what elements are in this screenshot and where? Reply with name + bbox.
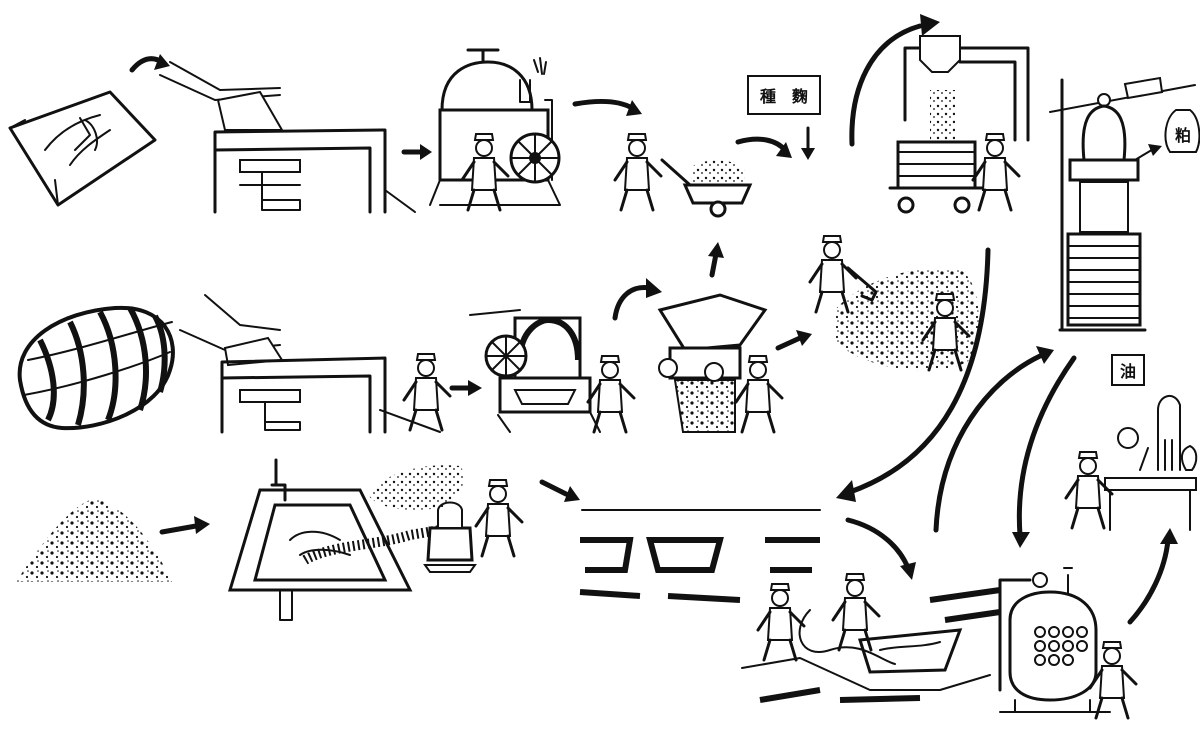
oil-text: 油 xyxy=(1120,362,1136,381)
cooked-beans-spray xyxy=(368,465,464,510)
hopper-machine-icon xyxy=(657,293,768,433)
lees-jar: 粕 xyxy=(1134,109,1200,161)
shovel-icon xyxy=(846,266,878,302)
flow-arrow-icon xyxy=(836,247,991,502)
worker-icon xyxy=(734,354,784,434)
koji-seed-label: 種 麴 xyxy=(747,75,821,160)
flow-arrow-icon xyxy=(1127,528,1178,625)
oil-label: 油 xyxy=(1111,354,1145,386)
pump-icon xyxy=(302,501,477,573)
flow-arrow-icon xyxy=(775,330,812,351)
cart-icon xyxy=(660,158,753,218)
worker-icon xyxy=(971,132,1021,212)
flow-arrow-icon xyxy=(612,278,662,321)
wheat-bale-icon xyxy=(17,305,175,431)
hopper-machine-icon xyxy=(159,61,416,214)
steam-cooker-icon xyxy=(429,48,561,206)
flow-arrow-icon xyxy=(933,346,1054,533)
flow-arrow-icon xyxy=(539,479,580,502)
koji-tray-rack-icon xyxy=(888,35,1030,214)
flour-bag-icon xyxy=(8,90,157,207)
soybean-pile-icon xyxy=(16,498,172,582)
flow-arrow-icon xyxy=(159,516,210,535)
worker-icon xyxy=(613,132,663,212)
flow-arrow-icon xyxy=(449,380,482,396)
flow-arrow-icon xyxy=(572,98,642,116)
hopper-machine-icon xyxy=(179,294,441,434)
steam-cooker-icon xyxy=(469,309,601,433)
flow-arrow-icon xyxy=(1012,355,1077,548)
lees-text: 粕 xyxy=(1175,126,1191,145)
mash-press-icon xyxy=(1049,76,1196,332)
flow-arrow-icon xyxy=(849,14,940,147)
koji-seed-text: 種 麴 xyxy=(760,87,808,106)
worker-icon xyxy=(474,478,524,558)
flow-arrow-icon xyxy=(708,242,724,278)
flow-arrow-icon xyxy=(845,517,916,580)
flow-arrow-icon xyxy=(129,54,170,73)
hose-icon xyxy=(798,609,896,665)
worker-icon xyxy=(756,582,806,662)
worker-icon xyxy=(402,352,452,432)
flow-arrow-icon xyxy=(735,136,792,158)
boiler-tank-icon xyxy=(998,567,1111,713)
flow-arrow-icon xyxy=(401,144,432,160)
fermentation-pits-icon xyxy=(579,509,1001,703)
lab-flask-icon xyxy=(1104,395,1198,531)
soak-tank-icon xyxy=(227,458,413,621)
